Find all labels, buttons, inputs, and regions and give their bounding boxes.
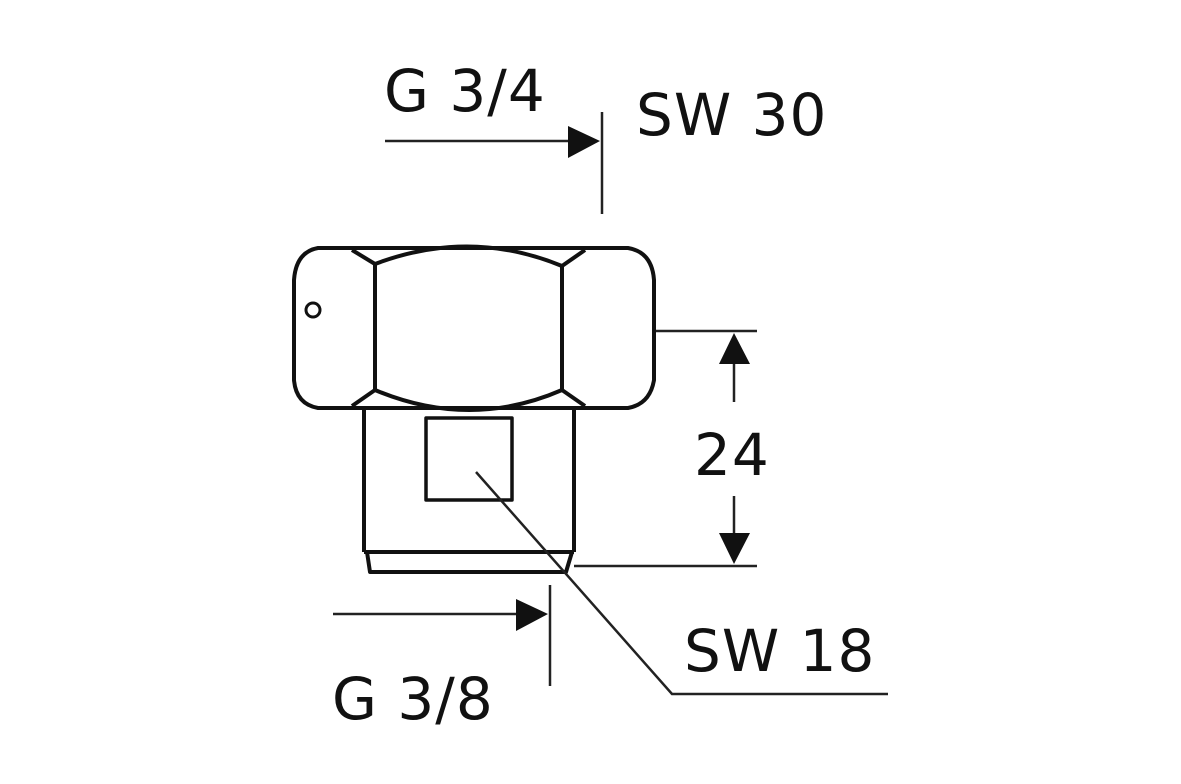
height-arrow-down-icon [719,533,750,564]
marker-circle [304,301,322,319]
label-top-thread: G 3/4 [384,57,546,125]
label-top-wrench: SW 30 [636,81,828,149]
inner-square-socket [424,416,514,502]
label-height-dimension: 24 [694,421,770,489]
label-bottom-wrench: SW 18 [684,617,876,685]
hex-nut-body [292,244,656,412]
label-bottom-thread: G 3/8 [332,665,494,733]
sw18-leader-line [475,471,888,696]
height-arrow-up-icon [719,333,750,364]
threaded-shank [362,408,576,574]
g34-arrowhead-icon [568,126,600,158]
g38-arrowhead-icon [516,599,548,631]
